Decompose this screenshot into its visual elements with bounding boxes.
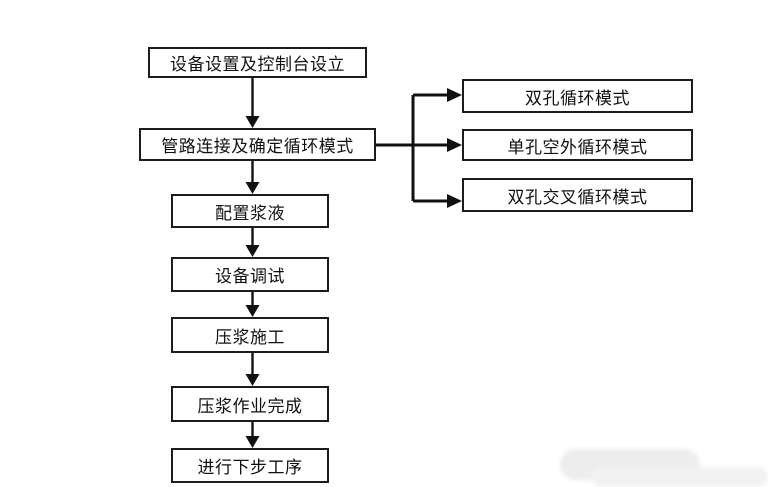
flow-step-prepare-slurry: 配置浆液 — [171, 194, 329, 228]
watermark-remnant — [592, 467, 768, 487]
flow-step-grouting-construction: 压浆施工 — [171, 317, 329, 353]
flow-mode-single-hole-outside-circulation: 单孔空外循环模式 — [462, 129, 693, 161]
flow-mode-double-hole-cross-circulation: 双孔交叉循环模式 — [462, 178, 693, 212]
flow-step-next-process: 进行下步工序 — [171, 448, 329, 483]
arrow-down-step4-step5 — [245, 292, 260, 317]
arrow-right-mode1 — [413, 88, 462, 102]
arrow-down-step3-step4 — [245, 228, 260, 257]
flow-step-pipe-connection: 管路连接及确定循环模式 — [139, 128, 376, 161]
arrow-right-mode3 — [413, 194, 462, 208]
arrow-down-step5-step6 — [245, 353, 260, 386]
arrow-down-step2-step3 — [245, 161, 260, 194]
arrow-down-step1-step2 — [245, 78, 260, 128]
arrow-right-mode2 — [413, 138, 462, 152]
arrow-down-step6-step7 — [245, 422, 260, 448]
flow-mode-double-hole-circulation: 双孔循环模式 — [462, 79, 693, 113]
branch-trunk — [375, 95, 415, 201]
flow-step-grouting-complete: 压浆作业完成 — [171, 386, 329, 422]
flow-step-equipment-debug: 设备调试 — [171, 257, 329, 292]
flow-step-equipment-setup: 设备设置及控制台设立 — [148, 47, 367, 78]
